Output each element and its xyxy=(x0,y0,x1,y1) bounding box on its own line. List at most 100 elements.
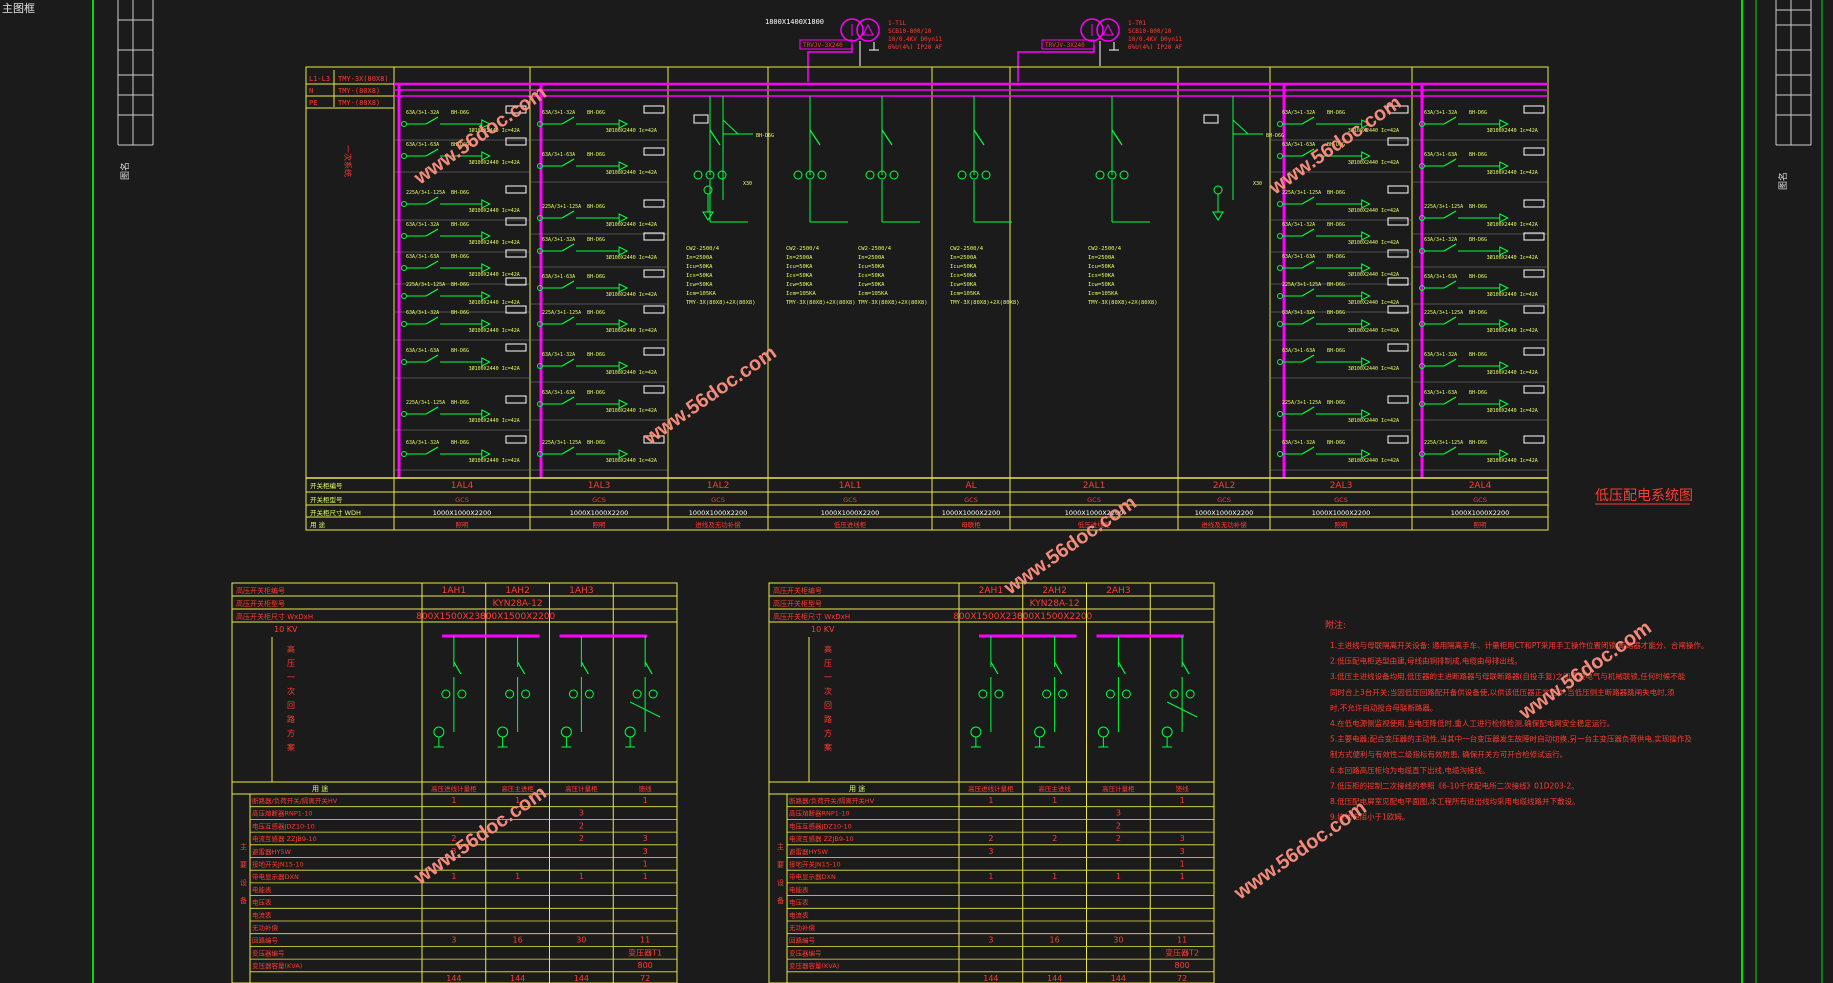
hv-switch xyxy=(990,661,999,675)
breaker-rating: 63A/3+1-32A xyxy=(406,222,439,228)
cabinet-size: 1000X1000X2200 xyxy=(821,509,880,517)
breaker-rating: 63A/3+1-63A xyxy=(1282,348,1315,354)
cabinet-id: 1AL2 xyxy=(707,481,730,491)
cabinet-size: 1000X1000X2200 xyxy=(1451,509,1510,517)
delta-mark xyxy=(862,23,874,36)
hv-cabinet-scheme xyxy=(624,636,661,748)
breaker-contact xyxy=(561,358,575,367)
comp-ct xyxy=(703,185,713,195)
hv-side-char: 一 xyxy=(824,673,832,682)
hv-eq-name: 避雷器HY5W xyxy=(252,847,291,856)
circuit-spec: 3Ø100X2440 Ic=42A xyxy=(606,169,657,176)
hv-eq-char: 备 xyxy=(777,896,784,905)
feeder-arrow xyxy=(1499,449,1509,459)
feeder-arrow xyxy=(481,357,491,367)
feeder-arrow xyxy=(618,213,629,223)
circuit-tag-box xyxy=(1387,395,1409,404)
hv-header-value: 2AH3 xyxy=(1106,586,1130,596)
hv-side-char: 压 xyxy=(824,659,832,668)
hv-switch xyxy=(453,661,462,675)
hv-eq-value: 3 xyxy=(1180,847,1185,856)
feeder-arrow xyxy=(1499,119,1509,129)
transformer-ratio: 10/0.4KV D0yn11 xyxy=(888,36,943,43)
circuit-tag-box xyxy=(505,137,527,146)
cabinet-use: 照明 xyxy=(1335,521,1349,529)
hv-eq-value: 11 xyxy=(1177,936,1187,945)
feeder-arrow xyxy=(1361,231,1371,241)
feeder-arrow xyxy=(481,263,491,273)
cabinet-size: 1000X1000X2200 xyxy=(942,509,1001,517)
circuit-tag-box xyxy=(643,347,665,356)
comp-ground xyxy=(702,211,714,221)
lv-frame xyxy=(305,66,1549,531)
hv-ct xyxy=(505,689,515,699)
breaker-model: BH-D6G xyxy=(1327,142,1345,148)
cabinet-size: 1000X1000X2200 xyxy=(689,509,748,517)
transformer-winding-primary xyxy=(1080,18,1104,42)
cabinet-2al1-incomer-b: CW2-2500/4In=2500AIcu=50KAIcs=50KAIcw=50… xyxy=(1088,96,1158,306)
feeder-arrow xyxy=(1499,161,1509,171)
breaker-model: BH-D6G xyxy=(451,282,469,288)
breaker-node xyxy=(1277,265,1283,271)
hv-eq-value: 16 xyxy=(1050,936,1060,945)
hv-pt xyxy=(560,726,572,738)
comp-switch xyxy=(722,119,739,135)
hv-switch xyxy=(580,661,589,675)
hv-purpose: 高压计量柜 xyxy=(1102,784,1135,793)
circuit-spec: 3Ø100X2440 Ic=42A xyxy=(469,159,520,166)
circuit-spec: 3Ø100X2440 Ic=42A xyxy=(606,457,657,464)
breaker-rating: 63A/3+1-63A xyxy=(1282,142,1315,148)
hv-purpose-label: 用 途 xyxy=(312,784,328,793)
breaker-contact xyxy=(1301,446,1315,455)
hv-header-label: 高压开关柜编号 xyxy=(773,586,822,595)
breaker-rating: 225A/3+1-125A xyxy=(406,282,445,288)
title-block-left-label: 图名 xyxy=(119,162,131,180)
hv-eq-value: 2 xyxy=(1116,834,1121,843)
hv-eq-char: 要 xyxy=(777,861,784,869)
hv-eq-char: 设 xyxy=(240,878,247,887)
breaker-rating: 225A/3+1-125A xyxy=(542,204,581,210)
breaker-model: BH-D6G xyxy=(1469,237,1487,243)
breaker-model: BH-D6G xyxy=(451,310,469,316)
breaker-rating: 63A/3+1-63A xyxy=(406,142,439,148)
hv-switch xyxy=(644,661,653,675)
circuit-tag-box xyxy=(1387,185,1409,194)
drawing-title-tag: 主图框 xyxy=(2,2,35,15)
cabinet-size: 1000X1000X2200 xyxy=(1195,509,1254,517)
hv-eq-value: 1 xyxy=(988,796,993,805)
hv-eq-name: 电流表 xyxy=(252,910,272,919)
breaker-rating: 63A/3+1-63A xyxy=(542,152,575,158)
cabinet-1al1-incomer-a: CW2-2500/4In=2500AIcu=50KAIcs=50KAIcw=50… xyxy=(686,96,756,306)
hv-eq-value: 1 xyxy=(988,872,993,881)
breaker-node xyxy=(1419,121,1425,127)
hv-eq-value: 1 xyxy=(643,796,648,805)
breaker-model: BH-D6G xyxy=(1469,274,1487,280)
hv-header-value: 800X1500X2300 xyxy=(953,612,1029,622)
hv-eq-name: 断路器/负荷开关/隔离开关HV xyxy=(252,796,338,805)
breaker-rating: 63A/3+1-32A xyxy=(542,110,575,116)
hv-eq-name: 高压熔断器RNP1-10 xyxy=(789,809,850,818)
hv-eq-value: 16 xyxy=(513,936,523,945)
breaker-node xyxy=(1419,215,1425,221)
acb-spec-line: In=2500A xyxy=(858,255,885,261)
hv-eq-value: 2 xyxy=(1116,821,1121,830)
circuit-tag-box xyxy=(1387,435,1409,444)
breaker-node xyxy=(401,359,407,365)
cabinet-size: 1000X1000X2200 xyxy=(570,509,629,517)
circuit-tag-box xyxy=(643,232,665,241)
hv-header-value: 800X1500X2200 xyxy=(480,612,556,622)
bus-legend-tag: N xyxy=(309,87,313,95)
comp-breaker-box xyxy=(693,114,709,124)
ct-left xyxy=(693,170,703,180)
hv-eq-value: 3 xyxy=(1116,809,1121,818)
hv-eq-value: 1 xyxy=(1180,860,1185,869)
breaker-node xyxy=(1419,248,1425,254)
hv-ct xyxy=(978,689,988,699)
circuit-tag-box xyxy=(505,185,527,194)
feeder-arrow xyxy=(618,246,629,256)
